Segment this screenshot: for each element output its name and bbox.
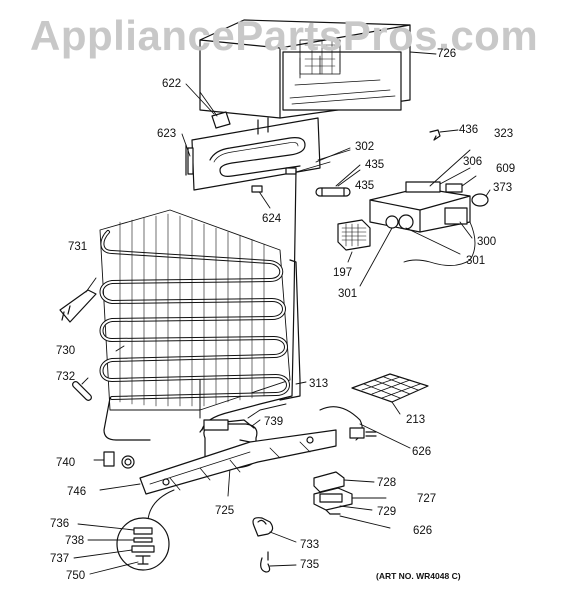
- spring-735: [260, 551, 297, 573]
- part-label-746: 746: [67, 486, 87, 498]
- clip-733: [252, 517, 297, 543]
- part-label-730: 730: [56, 345, 76, 357]
- watermark: AppliancePartsPros.com: [30, 12, 539, 59]
- part-label-740: 740: [56, 457, 76, 469]
- part-728: [313, 471, 375, 493]
- part-label-436: 436: [459, 124, 479, 136]
- part-label-732: 732: [56, 371, 76, 383]
- part-label-435-lower: 435: [355, 180, 375, 192]
- part-197: [337, 219, 371, 263]
- part-label-727: 727: [417, 493, 437, 505]
- part-label-735: 735: [300, 559, 320, 571]
- part-label-729: 729: [377, 506, 397, 518]
- part-label-301-left: 301: [338, 288, 358, 300]
- part-label-725: 725: [215, 505, 235, 517]
- part-label-313: 313: [309, 378, 329, 390]
- part-label-624: 624: [262, 213, 282, 225]
- part-label-626-lower: 626: [413, 525, 433, 537]
- condenser-coil-730: [99, 209, 301, 441]
- art-number: (ART NO. WR4048 C): [376, 571, 461, 581]
- part-label-731: 731: [68, 241, 88, 253]
- part-label-623: 623: [157, 128, 177, 140]
- pin-732: [72, 381, 92, 401]
- part-label-728: 728: [377, 477, 397, 489]
- part-label-736: 736: [50, 518, 70, 530]
- part-label-213: 213: [406, 414, 426, 426]
- bracket-731: [59, 277, 97, 323]
- part-label-609: 609: [496, 163, 516, 175]
- part-label-306: 306: [463, 156, 483, 168]
- part-label-302: 302: [355, 141, 375, 153]
- part-label-622: 622: [162, 78, 182, 90]
- control-assembly-323: [369, 149, 476, 266]
- part-label-626-upper: 626: [412, 446, 432, 458]
- part-label-750: 750: [66, 570, 86, 582]
- part-label-301-right: 301: [466, 255, 486, 267]
- part-label-726: 726: [437, 48, 457, 60]
- part-label-737: 737: [50, 553, 70, 565]
- part-label-323: 323: [494, 128, 514, 140]
- part-label-738: 738: [65, 535, 85, 547]
- base-pan-746: [99, 429, 337, 495]
- part-label-373: 373: [493, 182, 513, 194]
- detail-circle-736: [73, 517, 170, 575]
- relay-727: [313, 487, 387, 515]
- part-label-300: 300: [477, 236, 497, 248]
- evaporator-housing-726: [199, 19, 411, 119]
- drain-pan-213: [351, 373, 429, 415]
- part-label-197: 197: [333, 267, 353, 279]
- part-label-733: 733: [300, 539, 320, 551]
- part-label-739: 739: [264, 416, 284, 428]
- evaporator-plate-623: [185, 117, 321, 191]
- part-label-435-upper: 435: [365, 159, 385, 171]
- clip-622: [199, 91, 231, 129]
- part-740: [93, 451, 135, 469]
- fuse-435: [315, 169, 361, 197]
- power-cord-626: [319, 406, 411, 449]
